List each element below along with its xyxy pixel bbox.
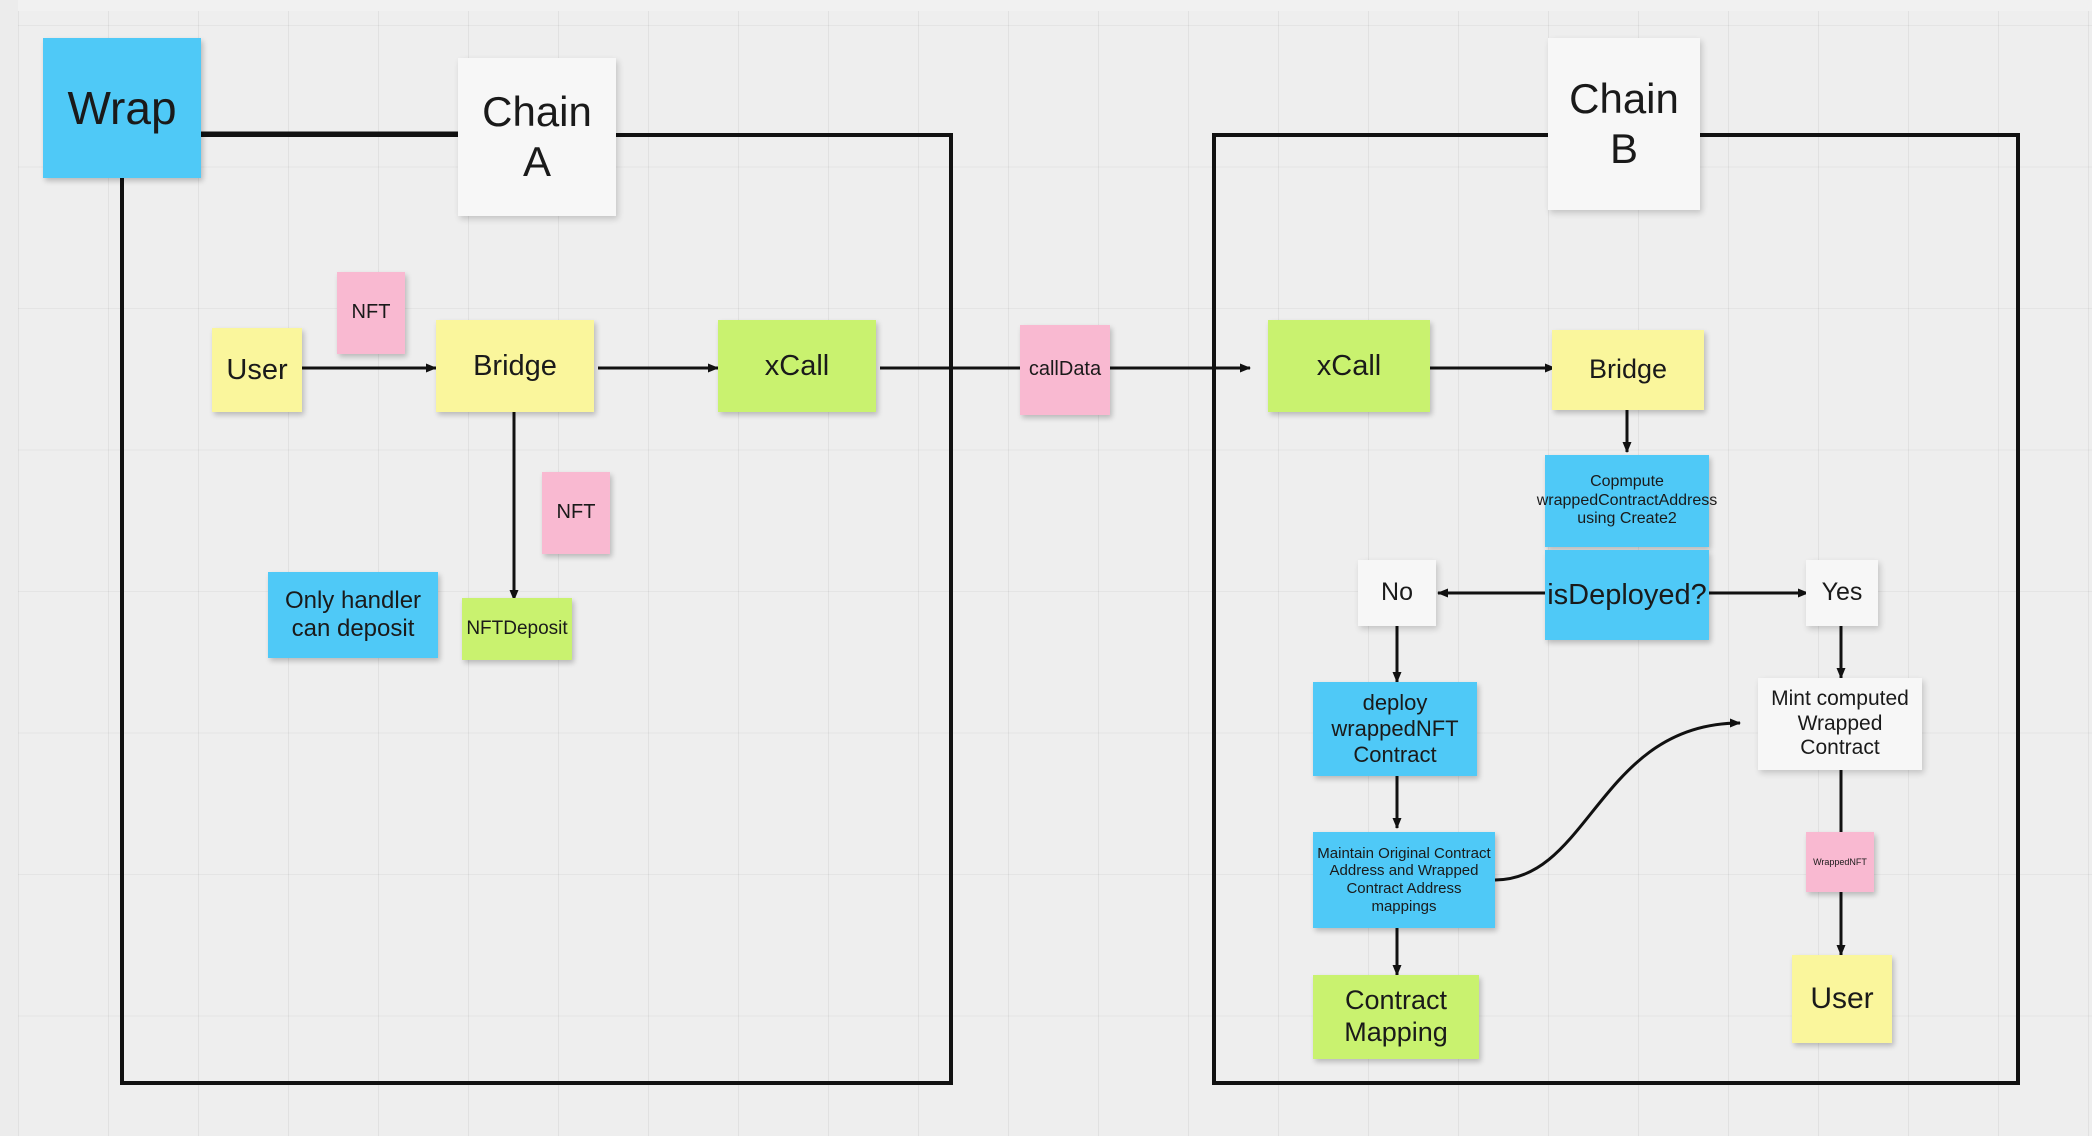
note-mint-computed-wrapped-contract[interactable]: Mint computed Wrapped Contract	[1758, 678, 1922, 770]
note-user-chain-b[interactable]: User	[1792, 955, 1892, 1043]
note-contract-mapping[interactable]: Contract Mapping	[1313, 975, 1479, 1059]
note-bridge-chain-b[interactable]: Bridge	[1552, 330, 1704, 410]
note-wrap[interactable]: Wrap	[43, 38, 201, 178]
note-only-handler-can-deposit[interactable]: Only handler can deposit	[268, 572, 438, 658]
note-bridge-chain-a[interactable]: Bridge	[436, 320, 594, 412]
note-xcall-chain-b[interactable]: xCall	[1268, 320, 1430, 412]
note-nft-deposit-label[interactable]: NFT	[542, 472, 610, 554]
note-deploy-wrapped-nft-contract[interactable]: deploy wrappedNFT Contract	[1313, 682, 1477, 776]
canvas-top-edge	[0, 0, 2092, 11]
note-chain-a-label[interactable]: Chain A	[458, 58, 616, 216]
note-wrapped-nft-token[interactable]: WrappedNFT	[1806, 832, 1874, 892]
note-calldata[interactable]: callData	[1020, 325, 1110, 415]
note-branch-yes[interactable]: Yes	[1806, 560, 1878, 626]
note-branch-no[interactable]: No	[1358, 560, 1436, 626]
canvas-left-edge	[0, 0, 18, 1136]
note-xcall-chain-a[interactable]: xCall	[718, 320, 876, 412]
note-nftdeposit[interactable]: NFTDeposit	[462, 598, 572, 660]
note-maintain-address-mappings[interactable]: Maintain Original Contract Address and W…	[1313, 832, 1495, 928]
note-user-chain-a[interactable]: User	[212, 328, 302, 412]
note-is-deployed[interactable]: isDeployed?	[1545, 550, 1709, 640]
note-chain-b-label[interactable]: Chain B	[1548, 38, 1700, 210]
note-nft-transfer[interactable]: NFT	[337, 272, 405, 354]
note-compute-wrapped-address[interactable]: Copmpute wrappedContractAddress using Cr…	[1537, 455, 1717, 547]
